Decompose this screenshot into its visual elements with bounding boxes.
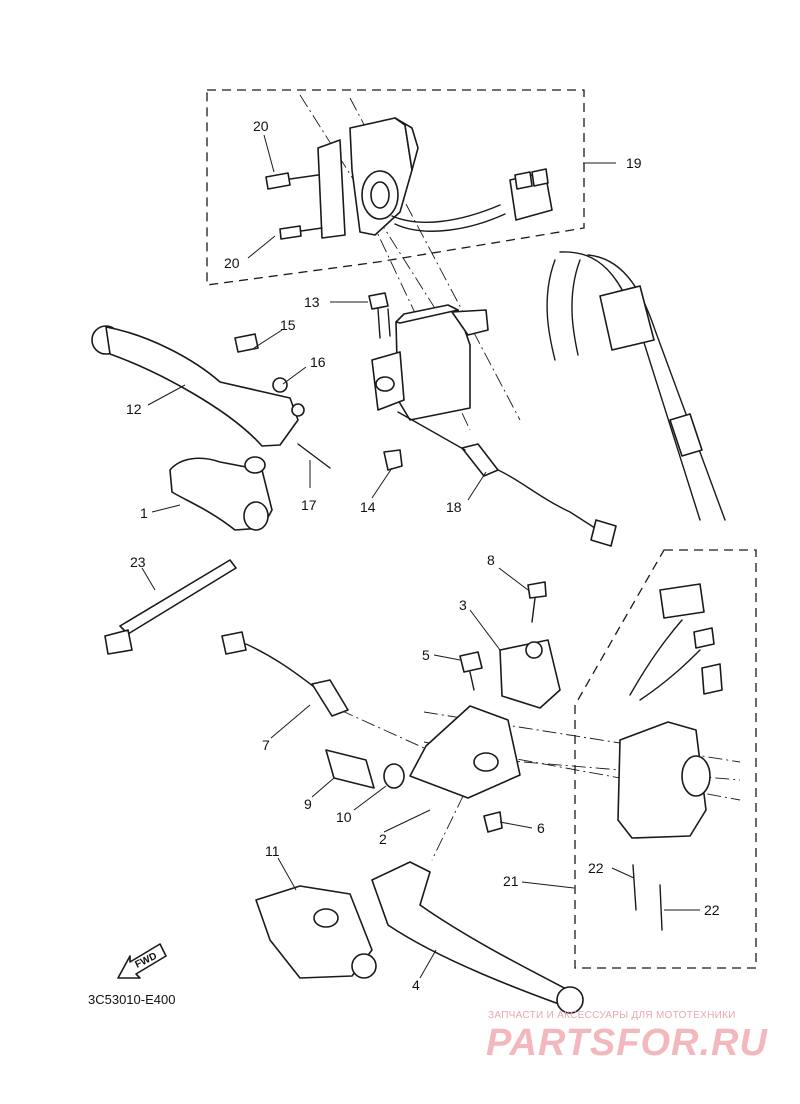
callout-23: 23 xyxy=(130,554,146,570)
callout-14: 14 xyxy=(360,499,376,515)
callout-9: 9 xyxy=(304,796,312,812)
callout-22-right: 22 xyxy=(704,902,720,918)
callout-7: 7 xyxy=(262,737,270,753)
callout-22-left: 22 xyxy=(588,860,604,876)
callout-19: 19 xyxy=(626,155,642,171)
callouts: 20 20 19 13 15 16 12 17 14 18 1 23 8 3 5… xyxy=(126,118,720,993)
callout-13: 13 xyxy=(304,294,320,310)
brake-lever-12 xyxy=(91,325,331,469)
locknut-10 xyxy=(383,763,405,789)
callout-18: 18 xyxy=(446,499,462,515)
switch-assembly-19 xyxy=(265,117,553,240)
brake-switch-18 xyxy=(397,411,617,547)
adjuster-9 xyxy=(325,749,375,789)
callout-12: 12 xyxy=(126,401,142,417)
callout-15: 15 xyxy=(280,317,296,333)
callout-16: 16 xyxy=(310,354,326,370)
callout-6: 6 xyxy=(537,820,545,836)
leader-lines xyxy=(141,134,700,979)
callout-3: 3 xyxy=(459,597,467,613)
callout-4: 4 xyxy=(412,977,420,993)
diagram-code: 3C53010-E400 xyxy=(88,992,176,1007)
callout-5: 5 xyxy=(422,647,430,663)
callout-11: 11 xyxy=(265,843,280,859)
callout-17: 17 xyxy=(301,497,317,513)
boot-11 xyxy=(255,885,377,979)
clutch-holder xyxy=(409,581,561,833)
fwd-arrow-icon: FWD xyxy=(117,943,167,979)
strap-23 xyxy=(104,559,237,655)
master-cylinder xyxy=(368,292,489,471)
callout-8: 8 xyxy=(487,552,495,568)
callout-20-top: 20 xyxy=(253,118,269,134)
callout-1: 1 xyxy=(140,505,148,521)
throttle-cables xyxy=(546,251,726,521)
watermark-tagline: ЗАПЧАСТИ И АКСЕССУАРЫ ДЛЯ МОТОТЕХНИКИ xyxy=(488,1010,736,1021)
group-box-21 xyxy=(574,549,757,969)
switch-21 xyxy=(617,583,723,931)
callout-2: 2 xyxy=(379,831,387,847)
watermark-logo: PARTSFOR.RU xyxy=(486,1022,768,1064)
group-box-19 xyxy=(206,89,585,286)
callout-20-bottom: 20 xyxy=(224,255,240,271)
clutch-switch-7 xyxy=(221,631,349,717)
clutch-lever-4 xyxy=(371,861,584,1014)
boot-1 xyxy=(169,456,273,531)
callout-21: 21 xyxy=(503,873,519,889)
callout-10: 10 xyxy=(336,809,352,825)
